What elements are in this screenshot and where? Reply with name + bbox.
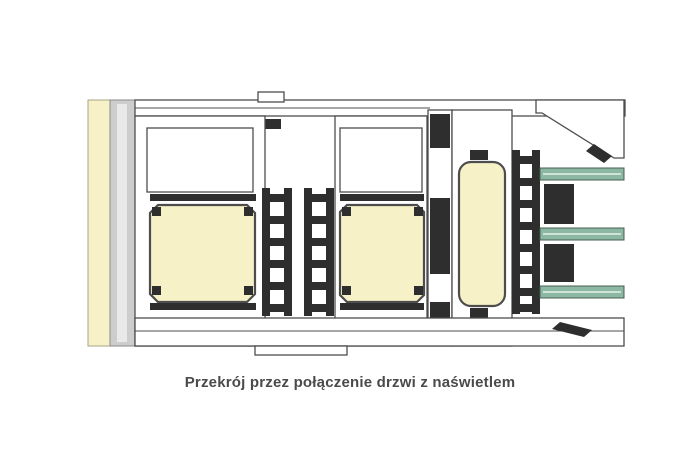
gasket-channel — [427, 109, 453, 347]
thermal-break-rung — [304, 282, 334, 290]
corner-cleat — [342, 207, 351, 216]
corner-cleat — [414, 286, 423, 295]
thermal-break-rung — [262, 282, 292, 290]
door-frame-middle — [334, 115, 428, 347]
wall-panel — [87, 99, 111, 347]
thermal-break-rung — [304, 304, 334, 312]
gasket-top — [430, 114, 450, 148]
insert-nub-bottom — [470, 308, 488, 318]
thermal-break-right — [512, 150, 540, 314]
door-frame-middle-chamber — [339, 127, 423, 193]
insulation-insert — [457, 160, 507, 308]
head-tab — [257, 91, 285, 103]
thermal-break-bar — [532, 150, 540, 314]
thermal-break-rung — [304, 260, 334, 268]
corner-cleat — [152, 286, 161, 295]
transom-frame — [451, 109, 513, 347]
thermal-break-bar — [512, 150, 520, 314]
gasket-strip — [340, 194, 424, 201]
corner-cleat — [414, 207, 423, 216]
glazing-gasket-bottom — [552, 322, 592, 337]
thermal-break-rung — [262, 216, 292, 224]
thermal-break-rung — [512, 266, 540, 274]
thermal-break-rung — [304, 194, 334, 202]
corner-cleat — [152, 207, 161, 216]
thermal-break-left — [262, 188, 292, 316]
glazing-spacer — [544, 244, 574, 282]
thermal-break-rung — [262, 194, 292, 202]
thermal-break-center — [304, 188, 334, 316]
sill-tab — [254, 345, 348, 356]
thermal-break-rung — [304, 216, 334, 224]
glazing-cap-top — [535, 99, 625, 159]
wall-strip-inner — [117, 104, 127, 342]
thermal-break-rung — [262, 304, 292, 312]
caption: Przekrój przez połączenie drzwi z naświe… — [184, 374, 516, 391]
gasket-strip — [150, 303, 256, 310]
glazing-spacer — [544, 184, 574, 224]
glazing-unit — [539, 167, 625, 299]
thermal-break-rung — [512, 178, 540, 186]
thermal-break-rung — [262, 260, 292, 268]
insulation-block-middle — [338, 203, 426, 304]
thermal-break-rung — [512, 288, 540, 296]
thermal-break-rung — [512, 304, 540, 312]
door-frame-left-chamber — [146, 127, 254, 193]
door-frame-left — [134, 115, 266, 347]
corner-cleat — [342, 286, 351, 295]
thermal-break-bar — [284, 188, 292, 316]
thermal-break-rung — [262, 238, 292, 246]
thermal-break-rung — [512, 200, 540, 208]
thermal-break-bar — [304, 188, 312, 316]
corner-cleat — [244, 207, 253, 216]
thermal-break-rung — [512, 244, 540, 252]
thermal-break-rung — [512, 156, 540, 164]
sill-profile — [134, 317, 625, 347]
thermal-break-rung — [512, 222, 540, 230]
thermal-break-bar — [262, 188, 270, 316]
head-gasket — [263, 119, 281, 129]
glazing-gasket-top — [586, 144, 612, 163]
corner-cleat — [244, 286, 253, 295]
gasket-strip — [340, 303, 424, 310]
insert-nub-top — [470, 150, 488, 160]
thermal-break-bar — [326, 188, 334, 316]
insulation-block-left — [148, 203, 257, 304]
gasket-middle — [430, 198, 450, 274]
thermal-break-rung — [304, 238, 334, 246]
gasket-strip — [150, 194, 256, 201]
